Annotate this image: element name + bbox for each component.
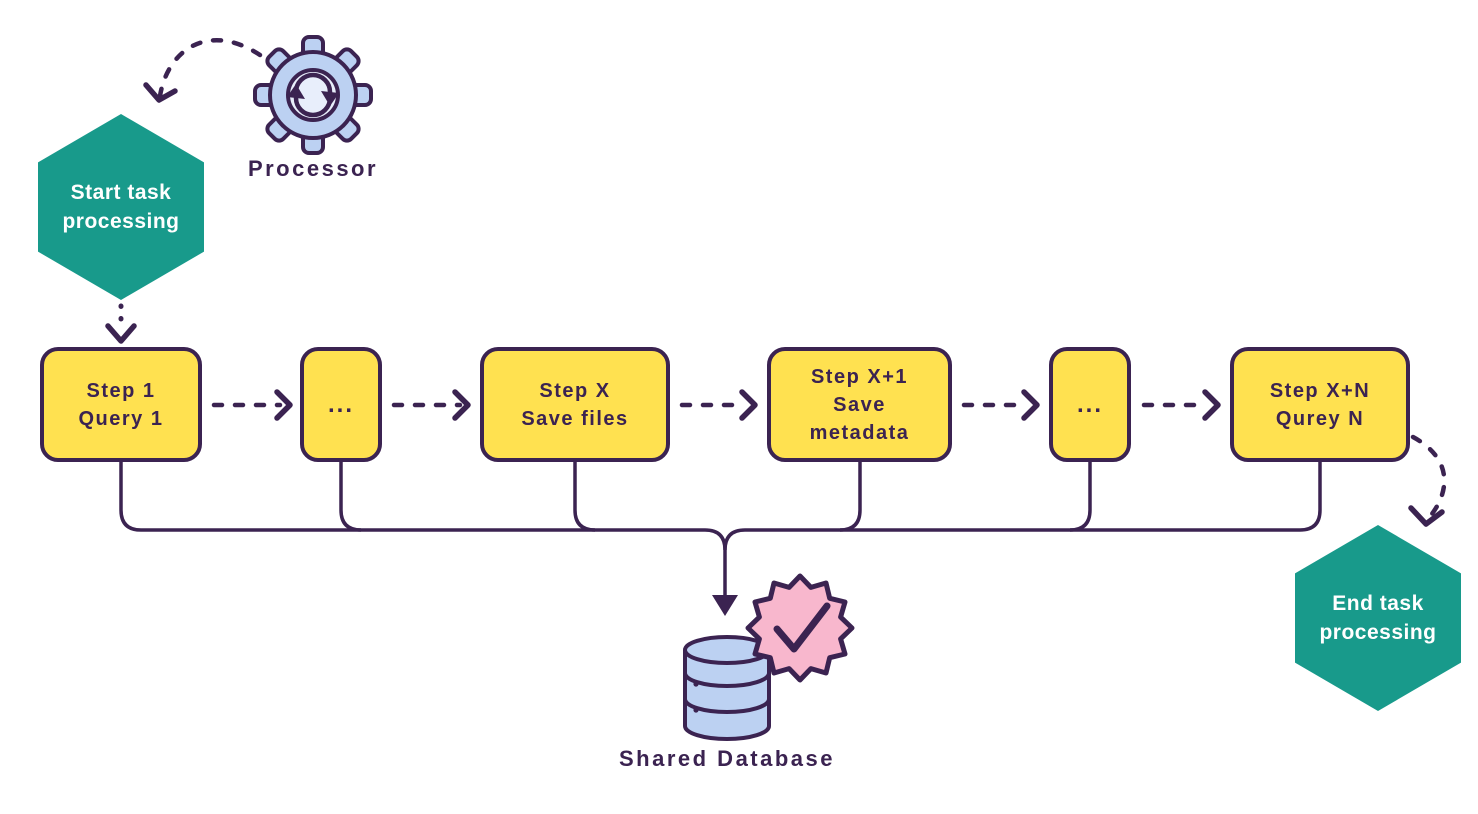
sync-arrows-icon xyxy=(287,72,339,118)
step-box-x1: Step X+1 Save metadata xyxy=(767,347,952,462)
step-to-end-arrow-line xyxy=(1410,434,1447,523)
step-to-end-arrow-head xyxy=(1408,505,1445,527)
end-task-line2: processing xyxy=(1319,621,1437,644)
shared-database-label: Shared Database xyxy=(618,746,836,771)
database-arrowhead xyxy=(712,595,738,616)
step-1-line2: Query 1 xyxy=(78,407,164,430)
connector-step-3 xyxy=(573,462,596,532)
dashed-arrow-3-head xyxy=(739,389,758,421)
dashed-arrow-1-head xyxy=(274,389,293,421)
dashed-arrow-2-head xyxy=(452,389,471,421)
connector-step-4 xyxy=(839,462,862,532)
step-box-xn: Step X+N Qurey N xyxy=(1230,347,1410,462)
start-to-step1-arrow-head xyxy=(105,323,137,344)
dashed-arrow-5-head xyxy=(1202,389,1221,421)
processor-to-start-arrow-head xyxy=(143,82,178,103)
start-task-line1: Start task xyxy=(70,180,172,204)
step-box-x: Step X Save files xyxy=(480,347,670,462)
start-task-line2: processing xyxy=(62,210,180,233)
database-icon xyxy=(683,635,771,741)
check-seal-icon xyxy=(745,573,855,683)
step-x1-line2: Save xyxy=(833,393,886,416)
end-task-line1: End task xyxy=(1332,591,1424,615)
ellipsis-2-label: ... xyxy=(1076,390,1103,418)
step-x1-line1: Step X+1 xyxy=(810,365,909,388)
step-xn-line1: Step X+N xyxy=(1269,379,1371,402)
connector-step-5 xyxy=(1069,462,1092,532)
step-x-line2: Save files xyxy=(521,407,629,430)
processor-gear-icon xyxy=(253,35,373,155)
processor-to-start-arrow-line xyxy=(157,37,263,99)
step-box-1: Step 1 Query 1 xyxy=(40,347,202,462)
step-x1-line3: metadata xyxy=(809,421,910,444)
connector-right-branch xyxy=(723,462,1322,551)
connector-left-branch xyxy=(119,462,727,598)
step-1-line1: Step 1 xyxy=(86,379,156,402)
step-box-ellipsis-1: ... xyxy=(300,347,382,462)
ellipsis-1-label: ... xyxy=(327,390,354,418)
checkmark-icon xyxy=(773,602,831,653)
connector-step-2 xyxy=(339,462,362,532)
step-x-line1: Step X xyxy=(539,379,611,402)
step-box-ellipsis-2: ... xyxy=(1049,347,1131,462)
dashed-arrow-4-head xyxy=(1021,389,1040,421)
processor-label: Processor xyxy=(247,156,379,181)
step-xn-line2: Qurey N xyxy=(1275,407,1365,430)
